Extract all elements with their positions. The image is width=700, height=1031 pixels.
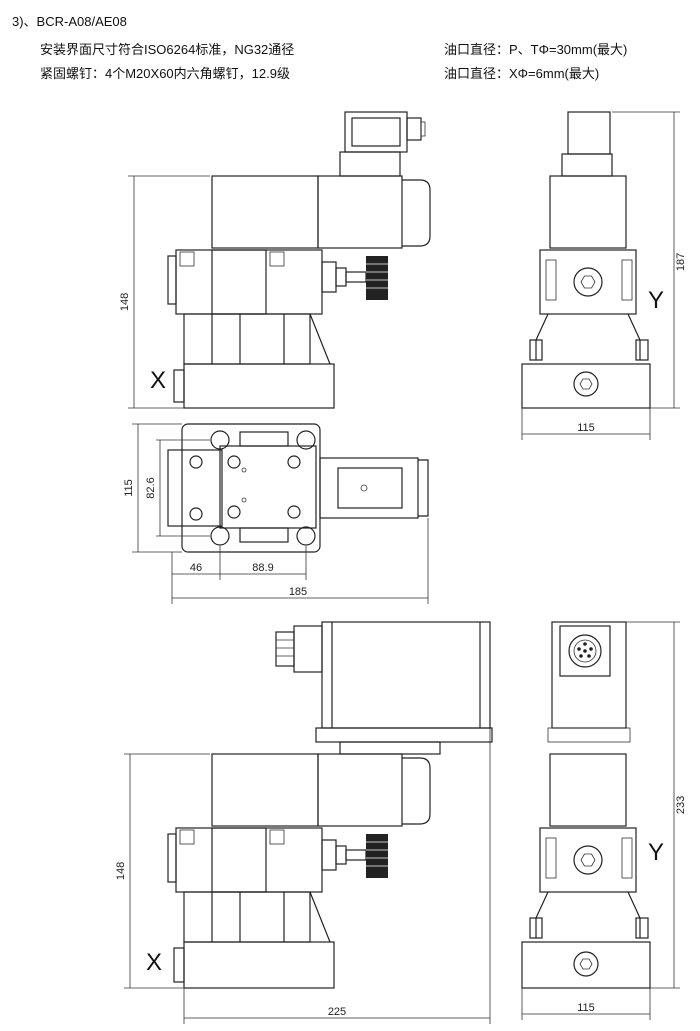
drawing-title: 3)、BCR-A08/AE08 [12,14,127,29]
dim-plan-46: 46 [190,562,202,574]
dim-plan-82-6: 82.6 [145,477,157,498]
front-view-top: 187 115 Y [521,111,687,440]
spec-port-pt: 油口直径：P、TΦ=30mm(最大) [444,42,628,57]
dim-plan-88-9: 88.9 [252,562,273,574]
front-view-bottom: 233 115 Y [521,621,687,1020]
plan-view: 115 82.6 46 88.9 185 [123,423,429,604]
port-y-bottom: Y [648,839,664,866]
port-x-bottom: X [146,949,162,976]
port-y-top: Y [648,287,664,314]
dim-height-148-bottom: 148 [115,862,127,880]
side-view-top: 148 X [119,111,431,409]
port-x-top: X [150,367,166,394]
spec-port-x: 油口直径：XΦ=6mm(最大) [444,66,600,81]
dim-height-187: 187 [675,253,687,271]
dim-width-225: 225 [328,1006,346,1018]
dim-height-233: 233 [675,796,687,814]
dim-height-148-top: 148 [119,293,131,311]
dim-width-115-bottom: 115 [577,1002,595,1014]
dim-plan-115: 115 [123,479,135,497]
spec-mounting: 安装界面尺寸符合ISO6264标准，NG32通径 [40,42,295,57]
dim-width-115-top: 115 [577,422,595,434]
spec-screws: 紧固螺钉：4个M20X60内六角螺钉，12.9级 [40,66,290,81]
side-view-bottom: 148 225 X [115,621,493,1024]
dim-plan-185: 185 [289,586,307,598]
